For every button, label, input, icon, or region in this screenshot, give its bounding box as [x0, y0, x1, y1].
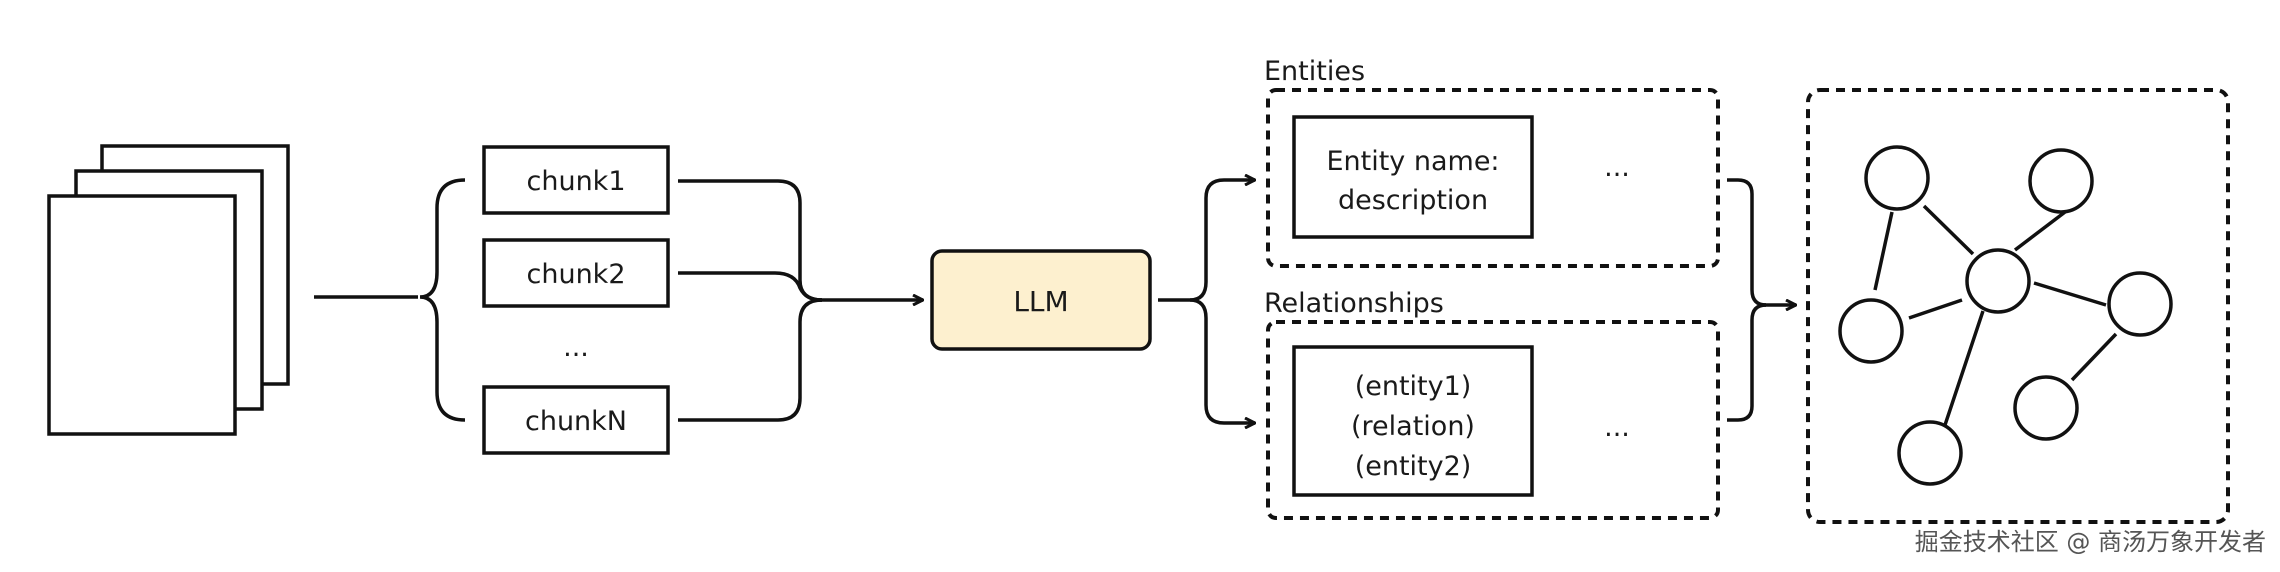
graph-edge [1943, 310, 1985, 426]
graph-edge [1908, 298, 1963, 320]
graph-node [1897, 420, 1963, 486]
watermark-text: 掘金技术社区 @ 商汤万象开发者 [1915, 528, 2266, 556]
chunk-box-n [482, 385, 670, 455]
chunk2-connector [678, 271, 823, 302]
chunk-brace [419, 178, 466, 422]
relationships-container [1266, 320, 1720, 520]
chunk-label-1: chunk1 [527, 166, 626, 197]
relationship-card-line2: (relation) [1351, 411, 1475, 442]
chunk-box-1 [482, 145, 670, 215]
chunk1-connector [678, 179, 823, 302]
graph-node [1965, 248, 2031, 314]
entities-ellipsis: ... [1604, 152, 1630, 183]
entities-to-graph-connector [1727, 178, 1767, 307]
watermark-halo: 掘金技术社区 @ 商汤万象开发者 [1915, 528, 2266, 556]
graph-node [2107, 271, 2173, 337]
entity-card-line2: description [1338, 185, 1488, 216]
relationships-title: Relationships [1264, 288, 1444, 319]
relationships-ellipsis: ... [1604, 412, 1630, 443]
chunk-box-2 [482, 238, 670, 308]
graph-edge [1922, 204, 1975, 256]
graph-edge [2070, 332, 2118, 382]
chunk-list: chunk1 chunk2 ... chunkN [482, 145, 670, 455]
llm-box [930, 249, 1152, 351]
knowledge-graph [1838, 145, 2173, 486]
chunk-ellipsis: ... [563, 332, 589, 363]
graph-edge [2033, 281, 2107, 307]
graph-node [1864, 145, 1930, 211]
document-stack-icon [47, 144, 290, 436]
entities-arrow [1189, 180, 1255, 302]
relationships-to-graph-connector [1727, 303, 1767, 422]
entity-card-line1: Entity name: [1326, 146, 1499, 177]
chunkn-connector [678, 298, 823, 422]
graph-edge [1873, 211, 1894, 291]
llm-output-connectors [1158, 180, 1255, 423]
graph-node [1838, 298, 1904, 364]
graph-merge-connectors [1727, 178, 1796, 422]
chunk-label-2: chunk2 [527, 259, 626, 290]
document-page-front [47, 194, 237, 436]
knowledge-graph-container [1806, 88, 2230, 524]
graph-edge [2013, 207, 2071, 252]
entities-title: Entities [1264, 56, 1365, 87]
chunk-label-n: chunkN [525, 406, 627, 437]
relationships-arrow [1189, 298, 1255, 423]
relationship-card-line1: (entity1) [1355, 371, 1472, 402]
graph-node [2013, 375, 2079, 441]
relationship-card [1292, 345, 1534, 497]
llm-label: LLM [1013, 285, 1068, 318]
graph-node [2028, 148, 2094, 214]
entity-card [1292, 115, 1534, 239]
relationship-card-line3: (entity2) [1355, 451, 1472, 482]
entities-container [1266, 88, 1720, 268]
chunk-merge-connectors [678, 179, 923, 422]
